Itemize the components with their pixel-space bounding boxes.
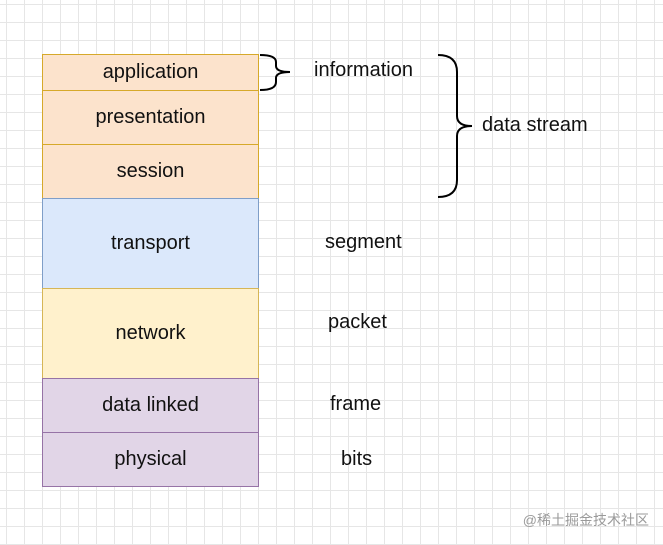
layer-network: network — [42, 288, 259, 379]
layer-label: network — [115, 322, 186, 344]
label-segment: segment — [325, 231, 402, 253]
large-brace — [437, 54, 473, 198]
label-packet: packet — [328, 311, 387, 333]
label-frame: frame — [330, 393, 382, 415]
label-information: information — [314, 59, 413, 81]
layer-presentation: presentation — [42, 90, 259, 145]
layer-session: session — [42, 144, 259, 199]
watermark: @稀土掘金技术社区 — [522, 512, 649, 528]
layer-application: application — [42, 54, 259, 91]
layer-data-linked: data linked — [42, 378, 259, 433]
layer-label: data linked — [102, 394, 199, 416]
layer-label: application — [102, 61, 199, 83]
layer-label: transport — [111, 232, 190, 254]
layer-label: session — [116, 160, 185, 182]
small-brace — [259, 54, 291, 91]
label-bits: bits — [341, 448, 373, 470]
layer-label: presentation — [95, 106, 206, 128]
layer-label: physical — [114, 448, 187, 470]
layer-physical: physical — [42, 432, 259, 487]
label-data-stream: data stream — [482, 114, 588, 136]
